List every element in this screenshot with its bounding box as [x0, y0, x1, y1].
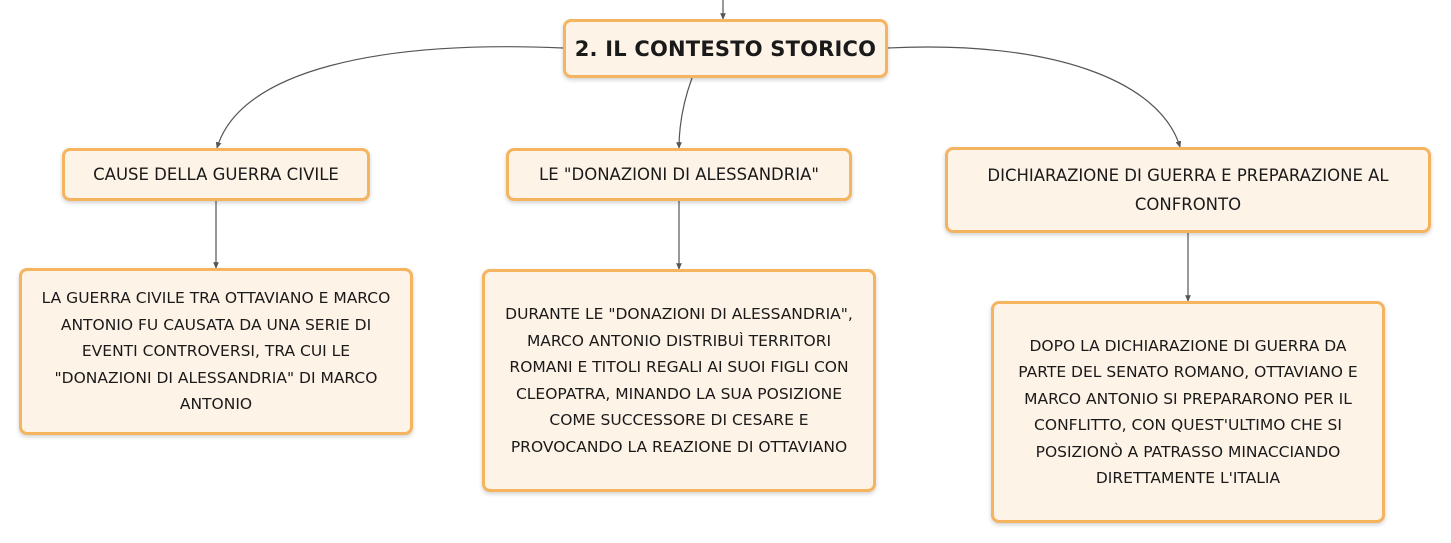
detail-node-dichiarazione[interactable]: DOPO LA DICHIARAZIONE DI GUERRA DA PARTE… [991, 301, 1385, 523]
connector-root-to-dichiarazione [887, 46, 1182, 148]
connector-root-to-donazioni [676, 77, 693, 149]
detail-node-text: DURANTE LE "DONAZIONI DI ALESSANDRIA", M… [505, 305, 853, 456]
detail-node-text: LA GUERRA CIVILE TRA OTTAVIANO E MARCO A… [41, 289, 391, 414]
topic-node-label: CAUSE DELLA GUERRA CIVILE [93, 165, 339, 184]
topic-node-label: LE "DONAZIONI DI ALESSANDRIA" [539, 165, 819, 184]
root-node[interactable]: 2. IL CONTESTO STORICO [563, 19, 888, 78]
topic-node-label: DICHIARAZIONE DI GUERRA E PREPARAZIONE A… [987, 166, 1389, 214]
detail-node-donazioni[interactable]: DURANTE LE "DONAZIONI DI ALESSANDRIA", M… [482, 269, 876, 492]
topic-node-donazioni[interactable]: LE "DONAZIONI DI ALESSANDRIA" [506, 148, 852, 201]
topic-node-cause[interactable]: CAUSE DELLA GUERRA CIVILE [62, 148, 370, 201]
connector-root-to-cause [215, 46, 564, 149]
topic-node-dichiarazione[interactable]: DICHIARAZIONE DI GUERRA E PREPARAZIONE A… [945, 147, 1431, 233]
detail-node-text: DOPO LA DICHIARAZIONE DI GUERRA DA PARTE… [1018, 336, 1358, 488]
detail-node-cause[interactable]: LA GUERRA CIVILE TRA OTTAVIANO E MARCO A… [19, 268, 413, 435]
root-node-label: 2. IL CONTESTO STORICO [574, 36, 877, 61]
